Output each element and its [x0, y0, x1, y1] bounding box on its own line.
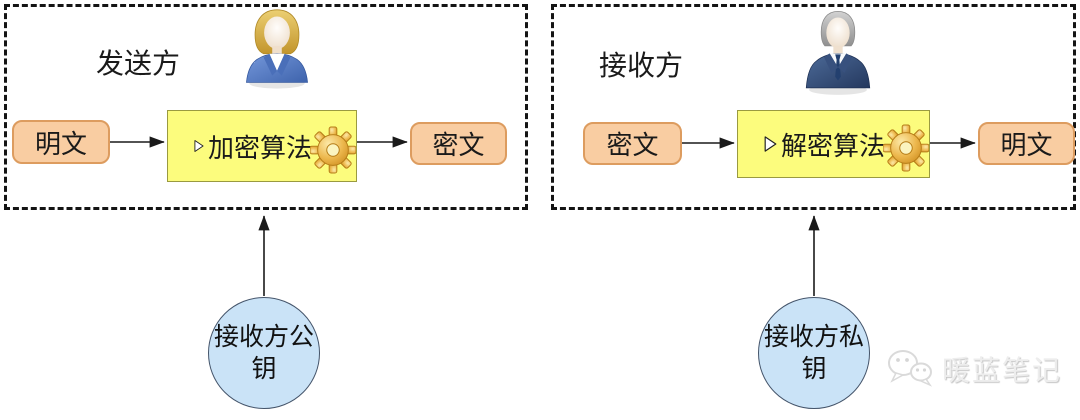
play-triangle-icon	[764, 136, 777, 152]
decrypt-algorithm-label: 解密算法	[780, 130, 885, 161]
sender-plaintext-box: 明文	[12, 120, 110, 164]
public-key-label: 接收方公钥	[213, 322, 314, 384]
watermark: 暖蓝笔记	[886, 348, 1062, 390]
private-key-circle: 接收方私钥	[758, 297, 870, 409]
watermark-text: 暖蓝笔记	[942, 355, 1063, 386]
decrypt-algorithm-box: 解密算法	[737, 110, 930, 178]
sender-panel-label: 发送方	[96, 48, 181, 79]
receiver-panel-label: 接收方	[599, 50, 684, 81]
businessman-icon	[805, 11, 871, 95]
public-key-circle: 接收方公钥	[208, 297, 320, 409]
businesswoman-icon	[246, 9, 308, 89]
encrypt-algorithm-box: 加密算法	[167, 110, 357, 182]
gear-icon	[882, 124, 930, 179]
receiver-ciphertext-box: 密文	[583, 122, 682, 165]
gear-icon	[309, 126, 357, 181]
sender-ciphertext-box: 密文	[410, 122, 507, 165]
wechat-icon	[888, 350, 933, 387]
receiver-plaintext-box: 明文	[978, 122, 1075, 165]
encrypt-algorithm-label: 加密算法	[207, 132, 312, 163]
private-key-label: 接收方私钥	[763, 322, 864, 384]
play-triangle-icon	[194, 140, 204, 152]
